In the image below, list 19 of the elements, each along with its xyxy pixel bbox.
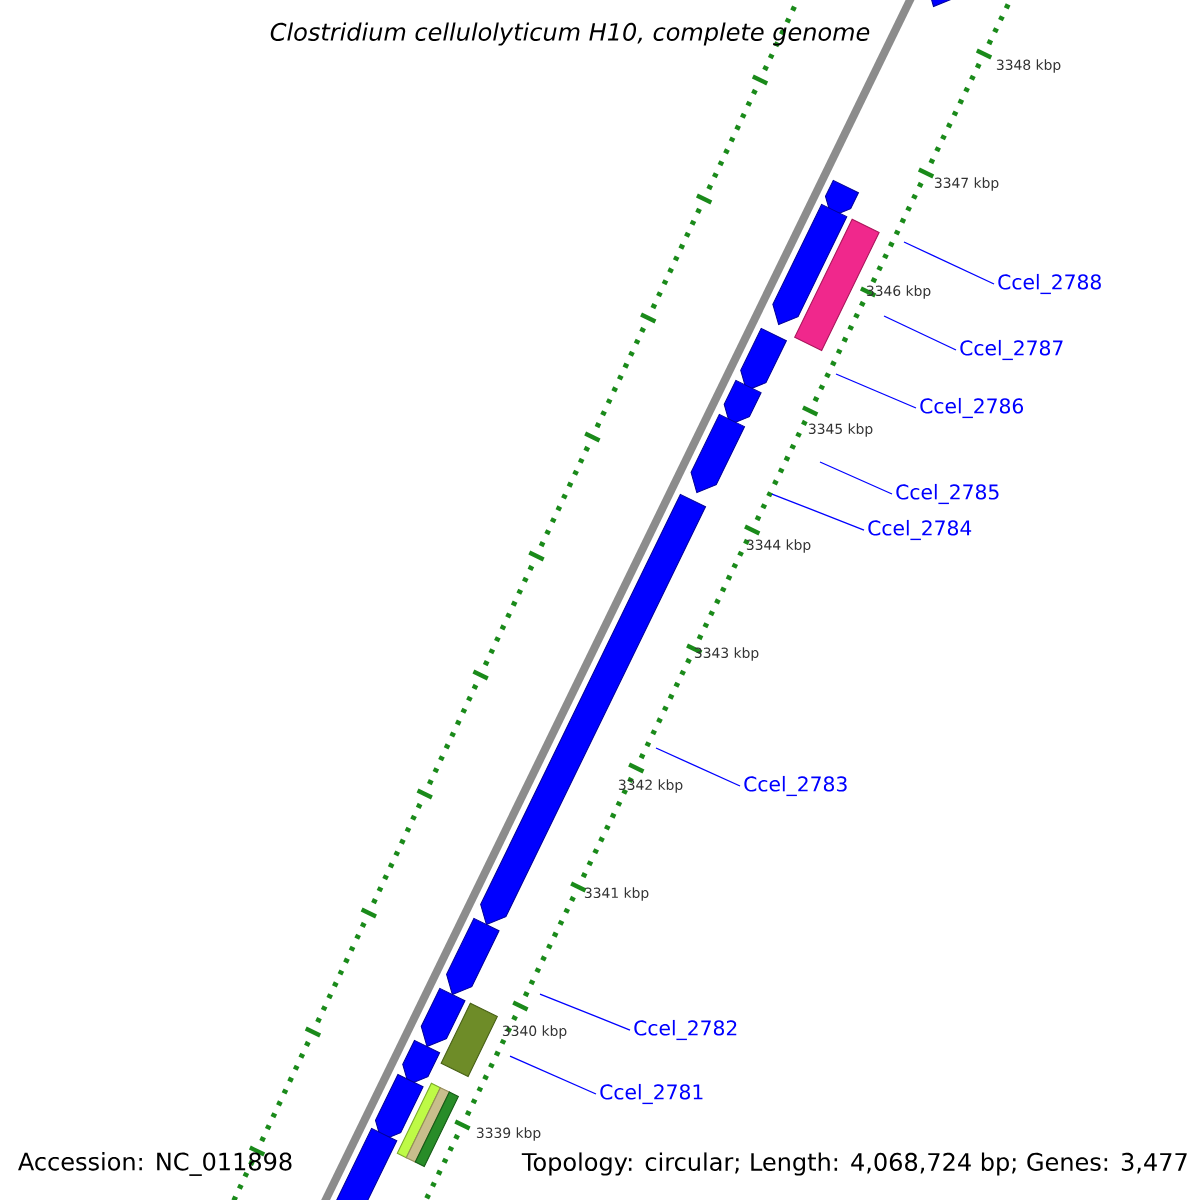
leader-line — [835, 373, 917, 409]
genome-info-text: Topology: circular; Length: 4,068,724 bp; Genes: 3,477 — [521, 1152, 1187, 1176]
gene-label: Ccel_2783 — [744, 775, 847, 797]
leader-line — [655, 747, 741, 787]
gene-label: Ccel_2786 — [920, 397, 1024, 419]
gene-label: Ccel_2781 — [600, 1083, 703, 1105]
leader-line — [819, 461, 893, 495]
leader-line — [539, 993, 631, 1031]
gene-label: Ccel_2784 — [868, 519, 972, 541]
gene-label: Ccel_2782 — [634, 1019, 737, 1041]
leader-line — [771, 493, 865, 531]
leader-line — [903, 241, 995, 285]
title: Clostridium cellulolyticum H10, complete genome — [270, 22, 870, 46]
gene-label: Ccel_2785 — [896, 483, 999, 505]
accession-text: Accession: NC_011898 — [18, 1152, 292, 1176]
leader-line — [883, 315, 957, 351]
leader-line — [509, 1055, 597, 1095]
gene-label: Ccel_2788 — [998, 273, 1101, 295]
gene-label: Ccel_2787 — [960, 339, 1063, 361]
